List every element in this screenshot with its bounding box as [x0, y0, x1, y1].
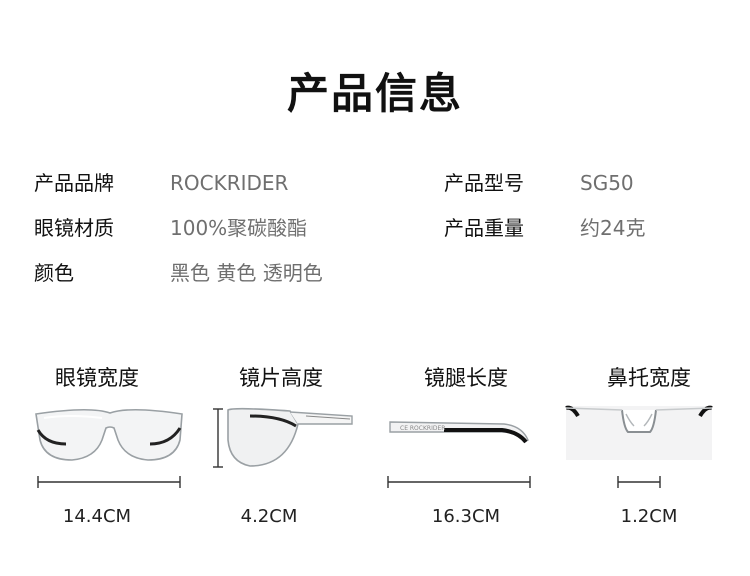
- spec-row-color: 颜色 黑色 黄色 透明色: [0, 258, 750, 288]
- dim-value-nose-pad-width: 1.2CM: [620, 506, 678, 527]
- glasses-front-icon: [35, 408, 183, 488]
- dim-label-glasses-width: 眼镜宽度: [55, 366, 139, 390]
- dim-value-lens-height: 4.2CM: [240, 506, 298, 527]
- dim-value-temple-length: 16.3CM: [431, 506, 501, 527]
- nose-pad-icon: [565, 405, 713, 488]
- page-title: 产品信息: [286, 69, 463, 118]
- glasses-temple-arm-icon: CE ROCKRIDER: [387, 421, 531, 488]
- dim-label-nose-pad-width: 鼻托宽度: [607, 366, 691, 390]
- material-value: 100%聚碳酸酯: [170, 216, 308, 240]
- color-label: 颜色: [34, 261, 74, 285]
- glasses-side-angle-icon: [213, 407, 353, 468]
- brand-label: 产品品牌: [34, 171, 114, 195]
- dim-label-temple-length: 镜腿长度: [424, 366, 508, 390]
- material-label: 眼镜材质: [34, 216, 114, 240]
- model-label: 产品型号: [444, 171, 524, 195]
- weight-label: 产品重量: [444, 216, 524, 240]
- weight-value: 约24克: [580, 216, 646, 240]
- spec-row-material-weight: 眼镜材质 100%聚碳酸酯 产品重量 约24克: [0, 213, 750, 243]
- color-value: 黑色 黄色 透明色: [170, 261, 323, 285]
- model-value: SG50: [580, 171, 634, 195]
- dim-value-glasses-width: 14.4CM: [62, 506, 132, 527]
- svg-text:CE ROCKRIDER: CE ROCKRIDER: [400, 425, 445, 432]
- brand-value: ROCKRIDER: [170, 171, 289, 195]
- dim-label-lens-height: 镜片高度: [239, 366, 323, 390]
- spec-row-brand-model: 产品品牌 ROCKRIDER 产品型号 SG50: [0, 168, 750, 198]
